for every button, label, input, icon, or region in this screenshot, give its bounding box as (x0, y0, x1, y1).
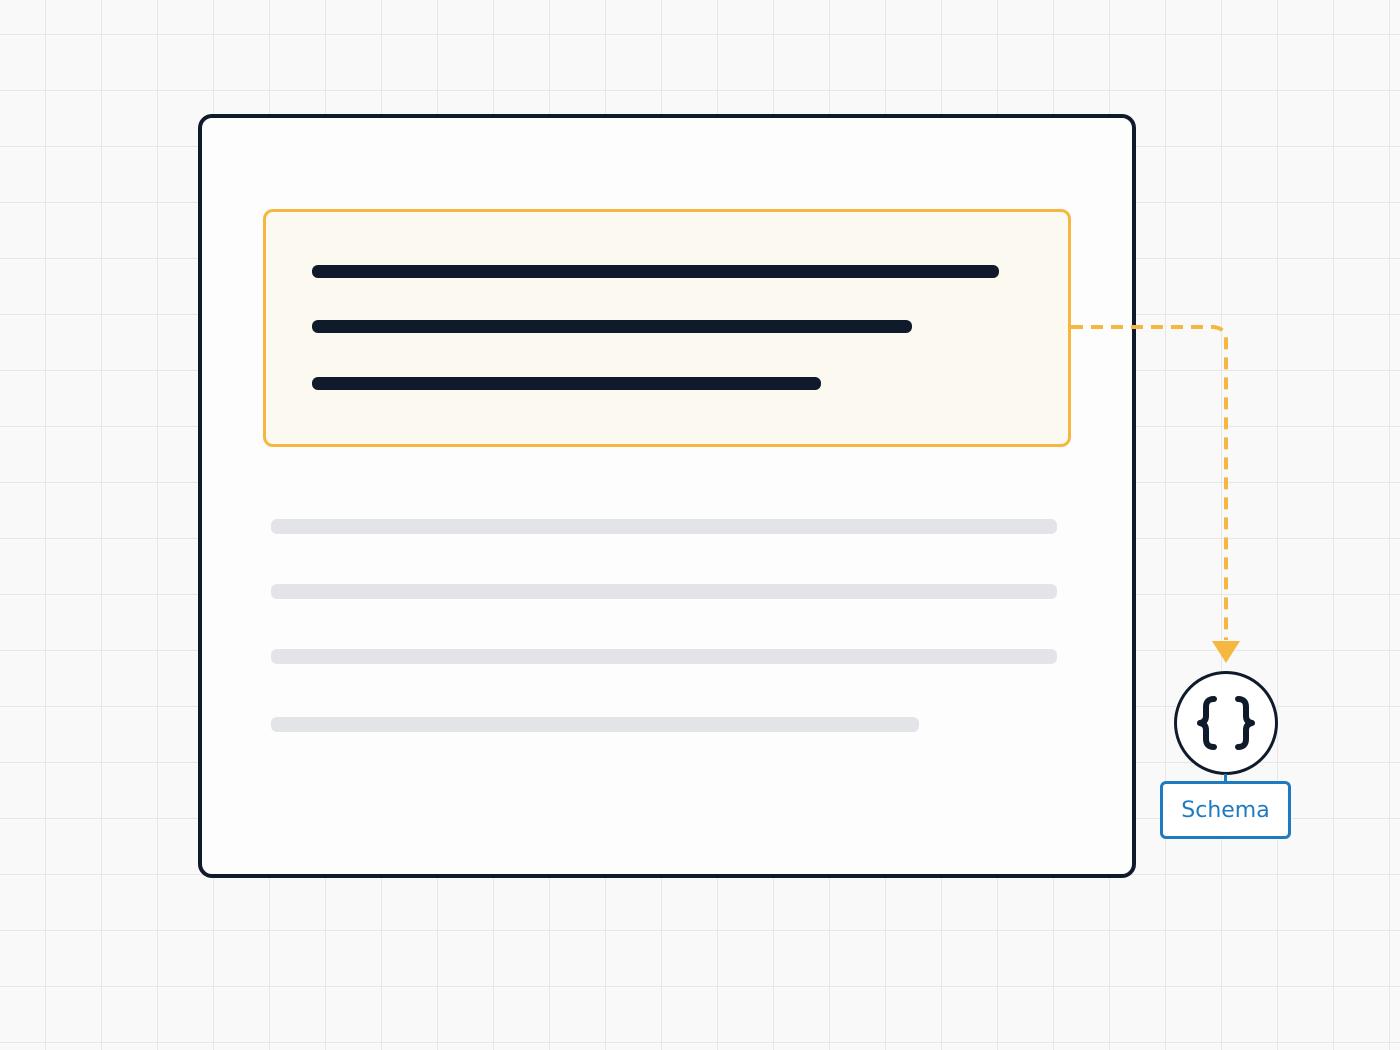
highlighted-text-line (312, 320, 912, 333)
placeholder-text-line (271, 519, 1057, 534)
curly-braces-icon (1197, 696, 1255, 750)
highlighted-text-line (312, 377, 821, 390)
schema-label: Schema (1160, 781, 1291, 839)
arrow-head-icon (1212, 641, 1240, 663)
schema-connector-stem (1224, 774, 1227, 783)
placeholder-text-line (271, 649, 1057, 664)
placeholder-text-line (271, 717, 919, 732)
highlighted-text-line (312, 265, 999, 278)
schema-node (1174, 671, 1278, 775)
placeholder-text-line (271, 584, 1057, 599)
connector-line (1071, 325, 1228, 640)
